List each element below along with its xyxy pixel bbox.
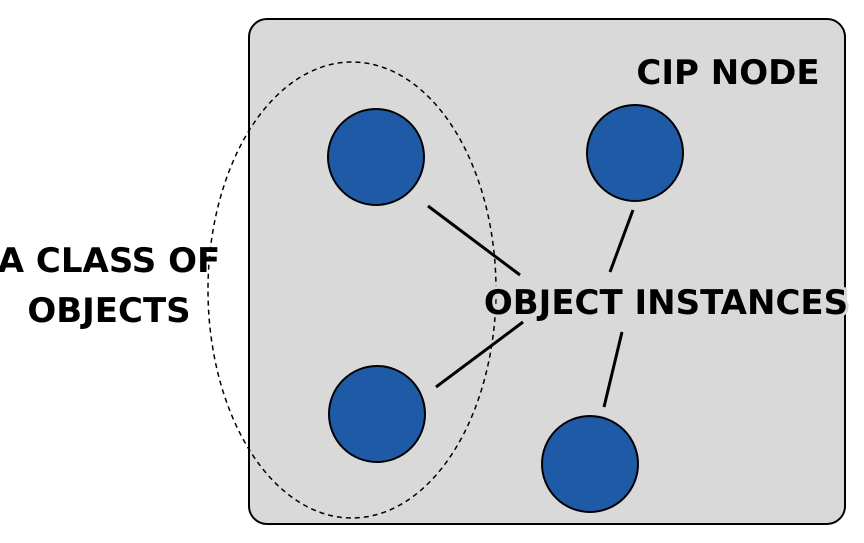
class-outline	[207, 61, 497, 519]
object-top-left	[327, 108, 425, 206]
object-top-right	[586, 104, 684, 202]
class-label-line2: OBJECTS	[27, 291, 190, 331]
object-bottom-right	[541, 415, 639, 513]
object-bottom-left	[328, 365, 426, 463]
connector-bottom-left	[435, 320, 524, 389]
cip-node-label: CIP NODE	[636, 53, 819, 93]
class-label-line1: A CLASS OF	[0, 241, 220, 281]
connector-top-right	[608, 209, 635, 273]
connector-bottom-right	[602, 331, 624, 408]
object-instances-label: OBJECT INSTANCES	[484, 283, 848, 323]
connector-top-left	[427, 204, 521, 277]
